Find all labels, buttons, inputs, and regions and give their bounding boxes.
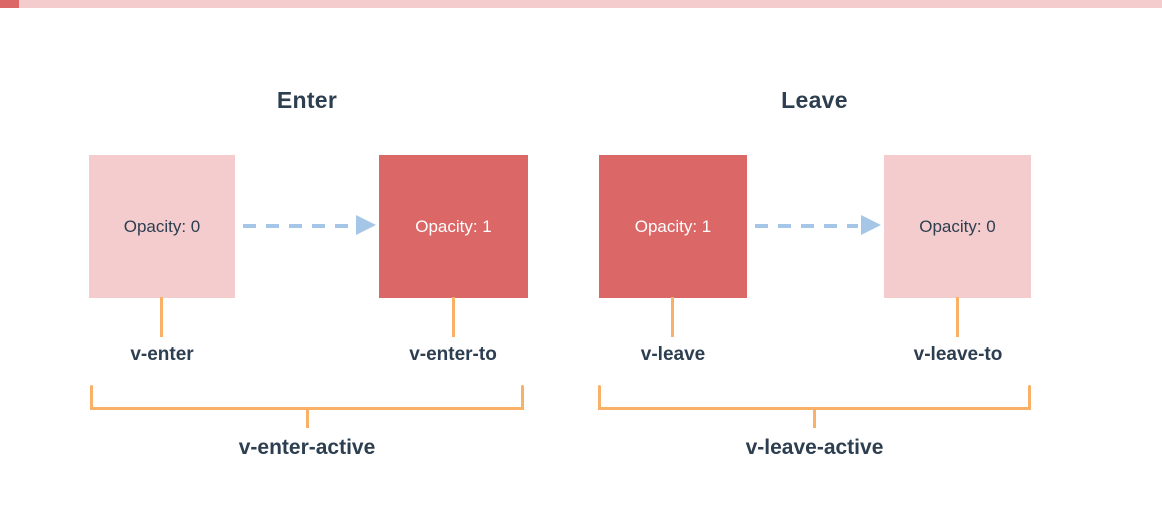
- enter-to-connector-line: [452, 297, 455, 337]
- enter-arrowhead-icon: [356, 215, 376, 235]
- bracket-stem: [305, 410, 309, 428]
- enter-active-label: v-enter-active: [238, 436, 376, 459]
- leave-from-box: Opacity: 1: [599, 155, 747, 298]
- leave-to-box: Opacity: 0: [884, 155, 1031, 298]
- enter-to-box-value: Opacity: 1: [415, 216, 492, 236]
- enter-active-bracket: [90, 385, 524, 430]
- leave-active-label: v-leave-active: [745, 436, 884, 459]
- bracket-stem: [813, 410, 816, 428]
- leave-class-label: v-leave: [640, 344, 706, 365]
- bracket-bar: [598, 407, 1031, 410]
- bracket-right-tick: [521, 385, 524, 410]
- leave-active-bracket: [598, 385, 1031, 430]
- enter-from-box-value: Opacity: 0: [123, 216, 201, 236]
- enter-arrow-dashes: [243, 224, 353, 228]
- leave-to-class-label: v-leave-to: [913, 344, 1003, 365]
- bracket-left-tick: [90, 385, 93, 410]
- leave-arrowhead-icon: [861, 215, 881, 235]
- enter-from-connector-line: [160, 297, 163, 337]
- leave-section-title: Leave: [781, 87, 848, 113]
- enter-to-class-label: v-enter-to: [409, 344, 497, 365]
- top-border-strip: [0, 0, 1162, 8]
- top-border-accent: [0, 0, 19, 8]
- bracket-bar: [90, 407, 524, 410]
- bracket-left-tick: [598, 385, 601, 410]
- leave-arrow-dashes: [755, 224, 858, 228]
- leave-from-connector-line: [671, 297, 674, 337]
- leave-to-connector-line: [956, 297, 959, 337]
- leave-to-box-value: Opacity: 0: [919, 216, 996, 236]
- enter-section-title: Enter: [276, 87, 338, 113]
- leave-from-box-value: Opacity: 1: [634, 216, 712, 236]
- enter-class-label: v-enter: [130, 344, 194, 365]
- enter-from-box: Opacity: 0: [89, 155, 235, 298]
- bracket-right-tick: [1028, 385, 1031, 410]
- enter-to-box: Opacity: 1: [379, 155, 528, 298]
